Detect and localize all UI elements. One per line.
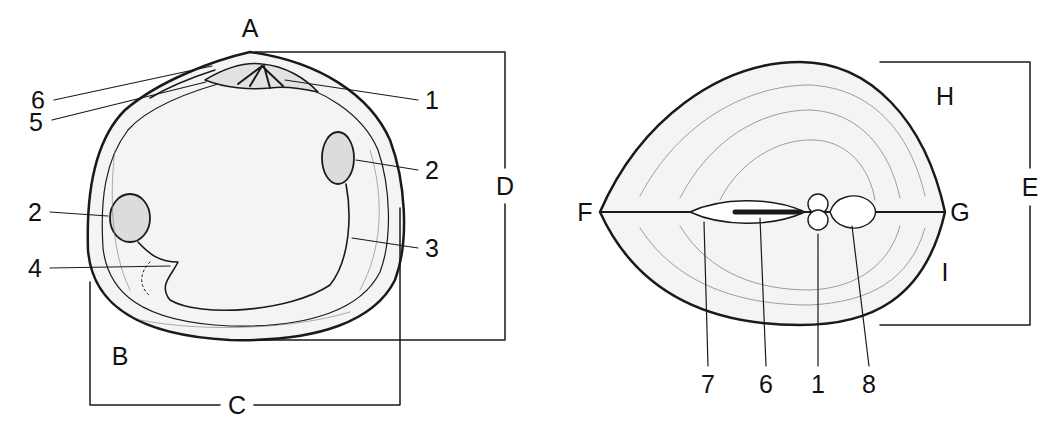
callout-number: 8 [860,371,878,398]
umbo [808,210,828,230]
dimension-label: E [1020,174,1041,201]
width-bracket [880,62,1030,325]
callout-number: 4 [26,255,44,282]
ligament [735,210,800,215]
orientation-letter: F [575,199,594,226]
callout-number: 1 [809,371,827,398]
callout-number: 6 [757,371,775,398]
escutcheon [690,201,805,224]
leader-line [704,218,869,366]
dimension-label: D [494,173,516,200]
orientation-letter: I [940,259,951,286]
orientation-letter: A [240,15,261,42]
hinge-teeth [238,66,283,88]
orientation-letter: B [110,343,131,370]
length-bracket [90,208,400,405]
height-bracket [235,52,505,340]
growth-lines [640,85,925,305]
valve-outline [88,52,404,340]
valve-inner-margin [102,78,388,326]
anterior-muscle-scar [110,194,150,242]
callout-number: 2 [26,199,44,226]
shell-dorsal-outline [600,62,945,325]
callout-number: 7 [699,371,717,398]
commissure [600,211,945,213]
callout-number: 5 [27,109,45,136]
orientation-letter: H [934,83,956,110]
callout-number: 2 [423,157,441,184]
pallial-sinus-rim [142,262,150,296]
posterior-muscle-scar [322,132,354,184]
callout-number: 1 [423,87,441,114]
orientation-letter: G [948,199,971,226]
lunule [830,196,876,228]
leader-line [50,66,418,268]
growth-lines [112,150,379,328]
hinge-plate [205,64,318,92]
pallial-line [138,184,349,310]
callout-number: 3 [423,235,441,262]
dimension-label: C [226,392,248,419]
